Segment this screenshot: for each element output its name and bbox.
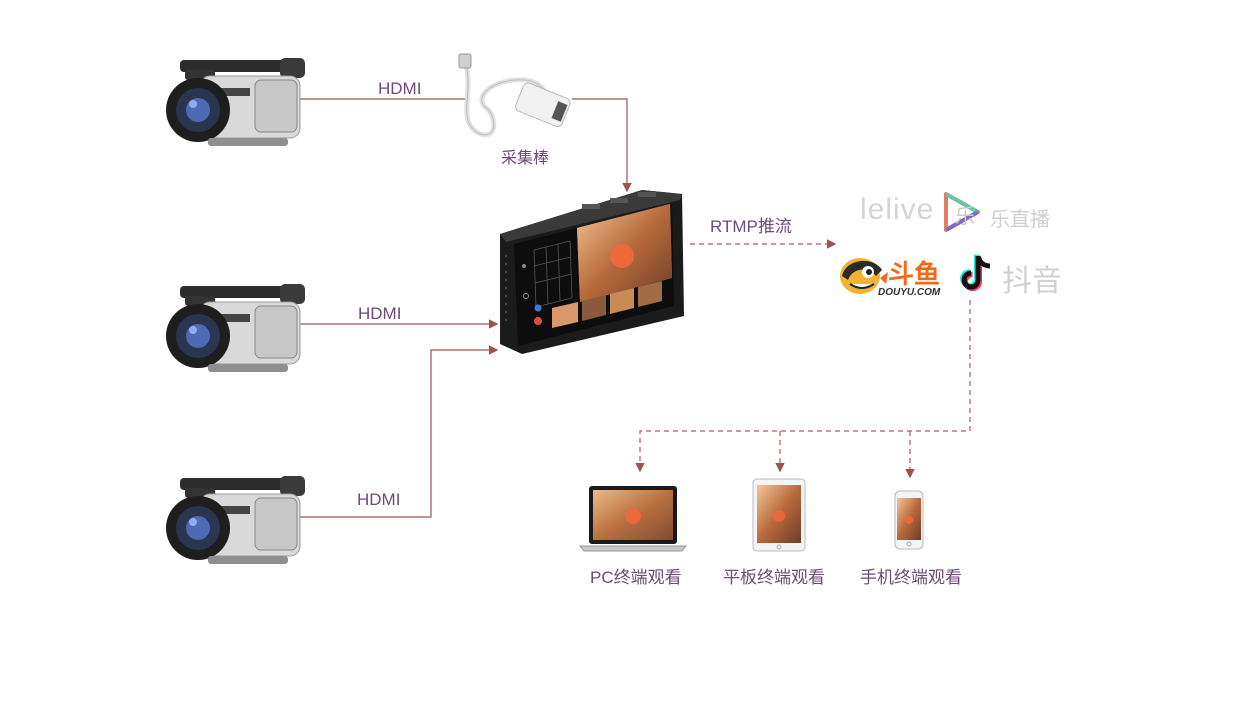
camcorder-icon	[166, 58, 305, 146]
douyu-en-name: DOUYU.COM	[878, 287, 941, 298]
lelive-cn-name: 乐直播	[990, 209, 1050, 231]
douyu-fish-icon	[840, 258, 888, 294]
tablet-icon	[752, 478, 806, 552]
streaming-switcher-device	[500, 190, 684, 354]
douyin-cn-name: 抖音	[1002, 265, 1062, 298]
smartphone-icon	[894, 490, 924, 550]
capture-to-device-line	[572, 98, 632, 193]
pc-viewing-label: PC终端观看	[590, 568, 682, 587]
lelive-wordmark: lelive	[860, 193, 935, 226]
hdmi-label-1: HDMI	[378, 79, 422, 98]
capture-stick-label: 采集棒	[501, 150, 550, 167]
camcorder-icon	[166, 476, 305, 564]
camcorder-icon	[166, 284, 305, 372]
tablet-viewing-label: 平板终端观看	[723, 568, 825, 587]
phone-viewing-label: 手机终端观看	[860, 568, 962, 587]
hdmi-label-3: HDMI	[357, 490, 401, 509]
hdmi-label-2: HDMI	[358, 304, 402, 323]
rtmp-label: RTMP推流	[710, 217, 792, 236]
capture-stick-icon	[458, 53, 571, 138]
douyin-note-icon	[960, 254, 991, 291]
laptop-icon	[578, 486, 688, 552]
lelive-mark: 乐	[955, 206, 975, 228]
lelive-logo-icon	[944, 192, 980, 232]
distribution-line	[635, 300, 971, 473]
douyu-cn-name: 斗鱼	[888, 259, 941, 289]
hdmi-line-3	[296, 345, 499, 518]
